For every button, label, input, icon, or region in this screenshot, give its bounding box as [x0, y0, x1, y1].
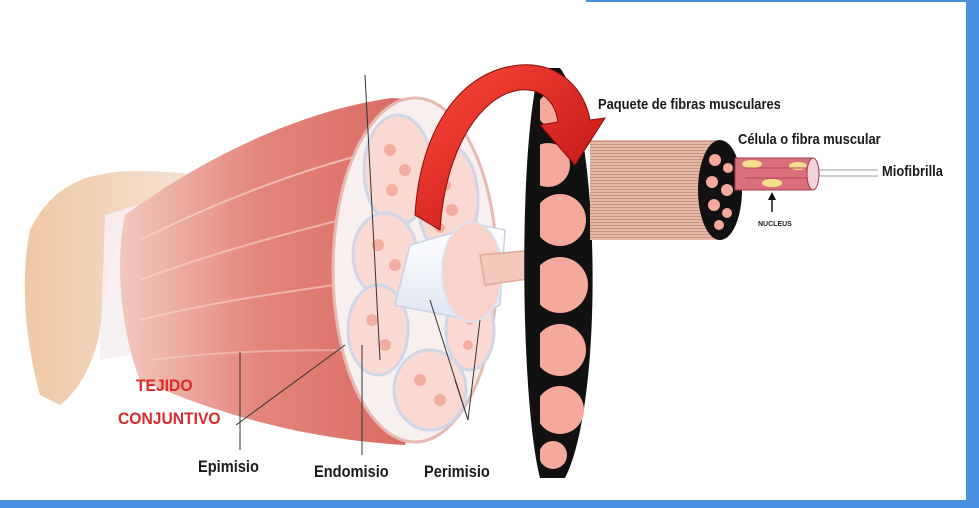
tejido-conjuntivo-label-line1: TEJIDO: [136, 375, 192, 397]
perimisio-label: Perimisio: [424, 462, 490, 482]
muscle-fiber-cell: [735, 158, 878, 212]
nucleus-label: NUCLEUS: [758, 221, 792, 228]
celula-label: Célula o fibra muscular: [738, 131, 881, 148]
tejido-conjuntivo-label-line2: CONJUNTIVO: [118, 408, 221, 430]
miofibrilla-label: Miofibrilla: [882, 163, 943, 180]
endomisio-label: Endomisio: [314, 462, 389, 482]
paquete-label: Paquete de fibras musculares: [598, 96, 781, 113]
epimisio-label: Epimisio: [198, 457, 259, 477]
muscle-bundle: [590, 140, 742, 240]
